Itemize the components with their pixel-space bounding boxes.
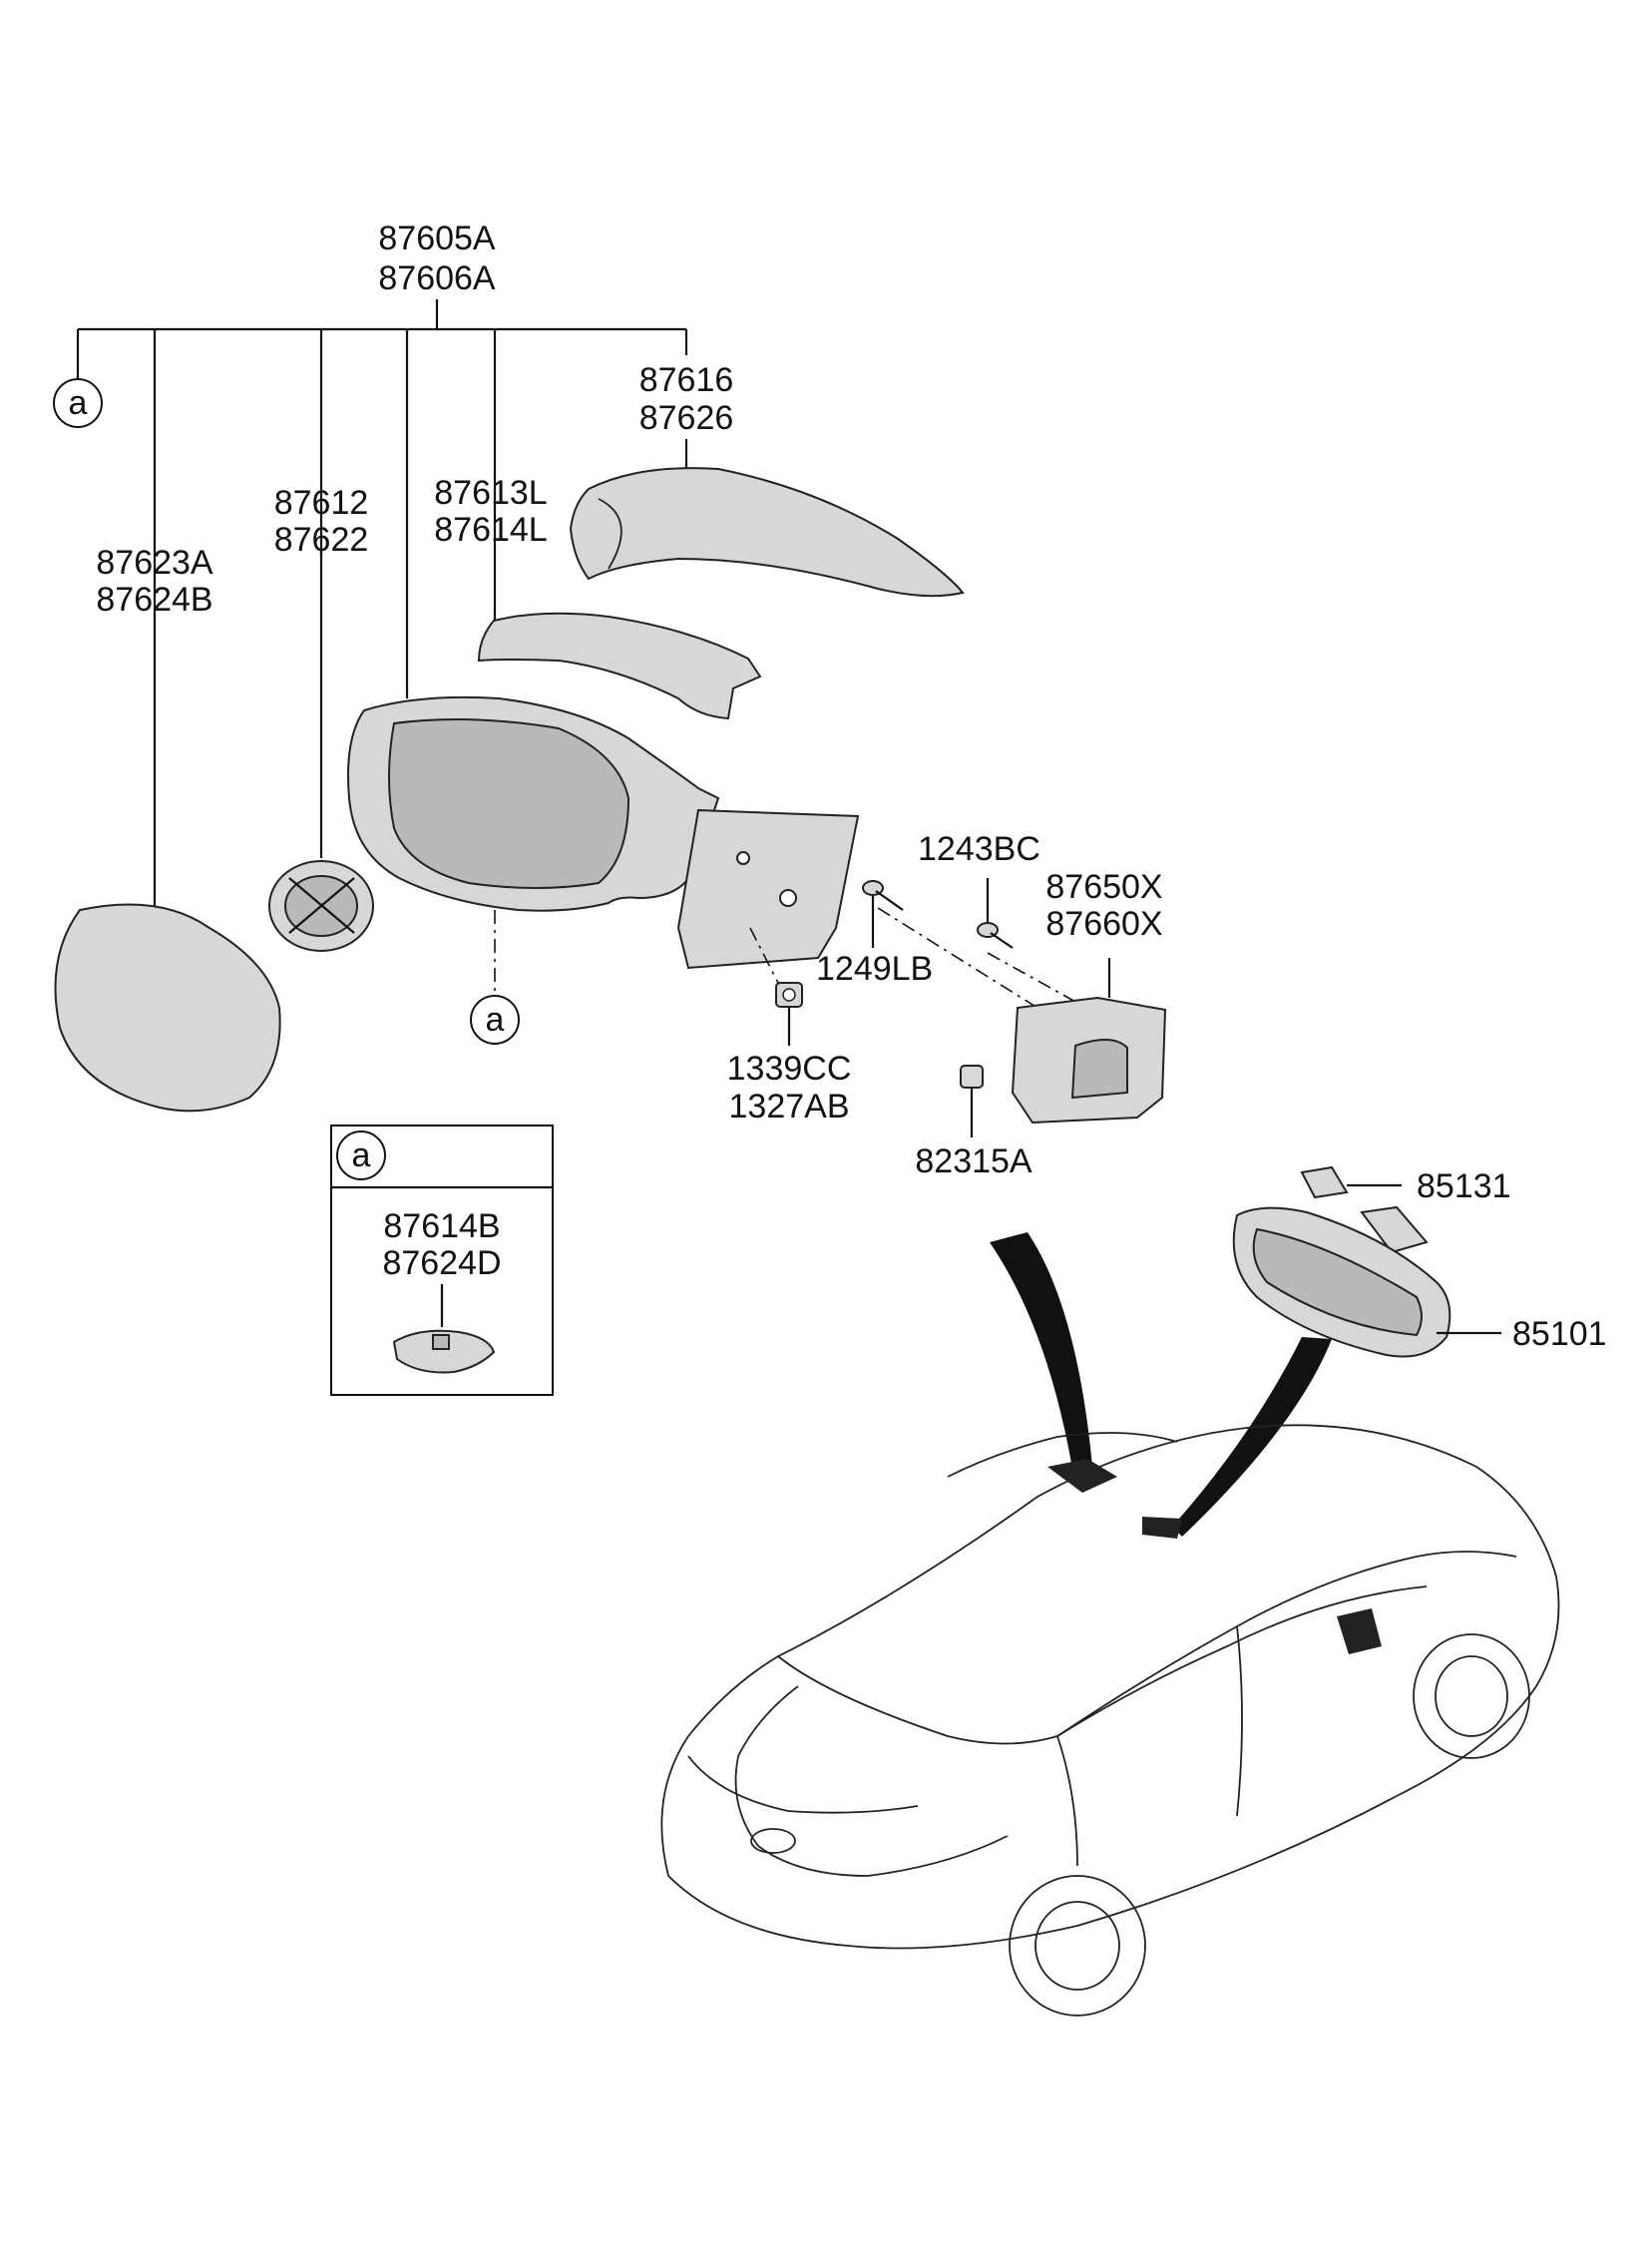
ref-letter-top: a xyxy=(69,384,88,422)
ref-circle-housing: a xyxy=(470,995,520,1045)
inside-mirror-label: 85101 xyxy=(1512,1315,1607,1353)
mirror-glass-part xyxy=(54,903,281,1113)
screw-part xyxy=(977,878,1014,949)
trim-cover-label-2: 87660X xyxy=(1045,905,1162,943)
mirror-glass-label-1: 87623A xyxy=(96,544,213,582)
nut-label-2: 1327AB xyxy=(729,1088,850,1126)
screw-label: 1243BC xyxy=(918,830,1040,868)
bolt-label: 1249LB xyxy=(816,950,933,988)
mirror-glass-callout: 87623A 87624B xyxy=(96,544,213,619)
main-assembly-label-1: 87605A xyxy=(378,220,496,257)
pointer-to-inside-mirror xyxy=(1172,1337,1332,1537)
side-repeater-callout: 87613L 87614L xyxy=(434,474,547,549)
clip-label: 82315A xyxy=(915,1142,1032,1180)
bolt-part xyxy=(862,880,904,948)
trim-cover-callout: 87650X 87660X xyxy=(1045,868,1162,943)
pointer-to-outside-mirror xyxy=(990,1232,1092,1469)
mirror-glass-label-2: 87624B xyxy=(96,581,212,619)
clip-part xyxy=(960,1065,984,1137)
mirror-cover-part xyxy=(569,467,965,598)
cover-label-1: 87616 xyxy=(639,361,734,399)
nut-part xyxy=(775,982,803,1046)
inset-part-label-2: 87624D xyxy=(382,1244,501,1282)
vehicle-outline xyxy=(660,1424,1560,2017)
side-repeater-label-2: 87614L xyxy=(434,511,547,549)
inside-mirror-part xyxy=(1232,1205,1501,1358)
main-assembly-label-2: 87606A xyxy=(378,259,496,297)
actuator-part xyxy=(268,860,374,952)
nut-label-1: 1339CC xyxy=(727,1050,852,1088)
side-repeater-label-1: 87613L xyxy=(434,474,547,512)
ref-letter-housing: a xyxy=(486,1001,505,1039)
main-assembly-callout: 87605A 87606A xyxy=(76,220,688,910)
rain-sensor-cover-label: 85131 xyxy=(1417,1167,1511,1205)
ref-circle-top: a xyxy=(53,378,103,428)
inset-box: a 87614B 87624D xyxy=(330,1125,554,1396)
trim-cover-label-1: 87650X xyxy=(1045,868,1162,906)
inset-part-drawing xyxy=(392,1329,496,1374)
rain-sensor-cover-part xyxy=(1300,1165,1402,1199)
trim-cover-part xyxy=(1011,958,1167,1125)
actuator-callout: 87612 87622 xyxy=(274,484,369,559)
actuator-label-1: 87612 xyxy=(274,484,369,522)
inset-ref-letter: a xyxy=(352,1136,371,1174)
mirror-housing-inner xyxy=(388,718,630,889)
cover-callout: 87616 87626 xyxy=(639,361,734,471)
cover-label-2: 87626 xyxy=(639,399,734,437)
side-repeater-part xyxy=(477,612,762,720)
inset-part-label-1: 87614B xyxy=(383,1207,500,1245)
mirror-base-plate-part xyxy=(676,808,860,970)
nut-callout: 1339CC 1327AB xyxy=(727,1050,852,1126)
actuator-label-2: 87622 xyxy=(274,521,369,559)
